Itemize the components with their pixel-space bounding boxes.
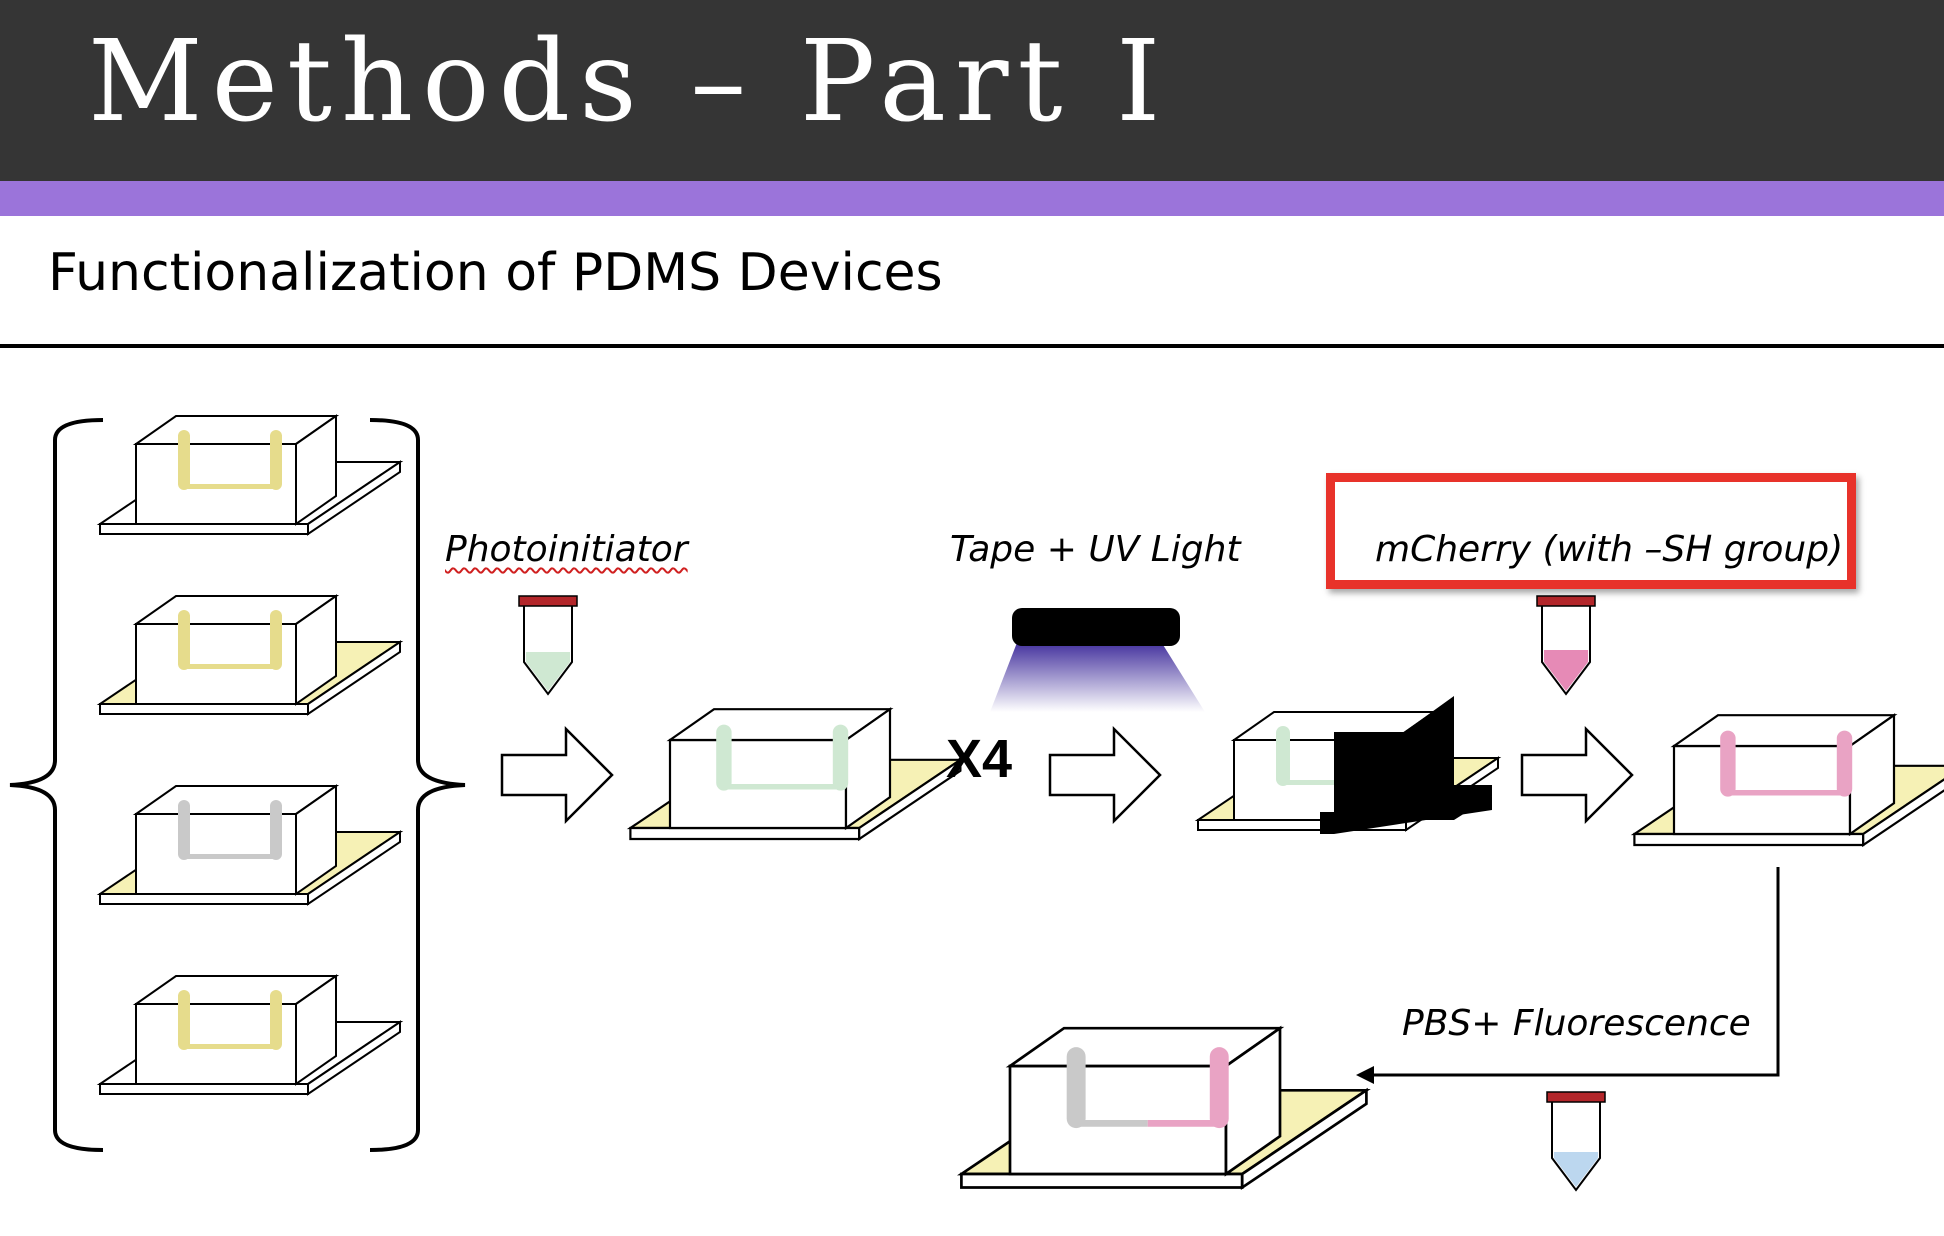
- slide-subtitle: Functionalization of PDMS Devices: [48, 243, 943, 303]
- uv-lamp: [990, 608, 1205, 712]
- device-functionalized: [1633, 714, 1944, 847]
- device-photoinitiated: [629, 708, 962, 841]
- pbs-fluorescence-label: PBS+ Fluorescence: [1402, 1003, 1751, 1044]
- slide-title: Methods – Part I: [88, 17, 1170, 147]
- device-untreated-3: [99, 785, 401, 905]
- header-bar: [0, 0, 1944, 181]
- accent-bar: [0, 181, 1944, 216]
- device-set-bracket: [9, 418, 466, 1152]
- return-arrow: [1356, 867, 1780, 1084]
- arrow-step-2: [1048, 727, 1162, 823]
- divider-rule: [0, 344, 1944, 348]
- uv-light-label: Tape + UV Light: [950, 529, 1241, 570]
- pbs-tube: [1546, 1091, 1606, 1191]
- device-final: [960, 1026, 1368, 1189]
- device-untreated-2: [99, 595, 401, 715]
- arrow-step-3: [1520, 727, 1634, 823]
- mcherry-tube: [1536, 595, 1596, 695]
- mcherry-label: mCherry (with –SH group): [1375, 529, 1844, 570]
- repeat-label: X4: [946, 729, 1013, 789]
- photoinitiator-tube: [518, 595, 578, 695]
- arrow-step-1: [500, 727, 614, 823]
- device-untreated-1: [99, 415, 401, 535]
- mcherry-highlight-box: [1326, 473, 1856, 589]
- device-taped: [1197, 696, 1499, 834]
- photoinitiator-label: Photoinitiator: [445, 529, 688, 570]
- device-untreated-4: [99, 975, 401, 1095]
